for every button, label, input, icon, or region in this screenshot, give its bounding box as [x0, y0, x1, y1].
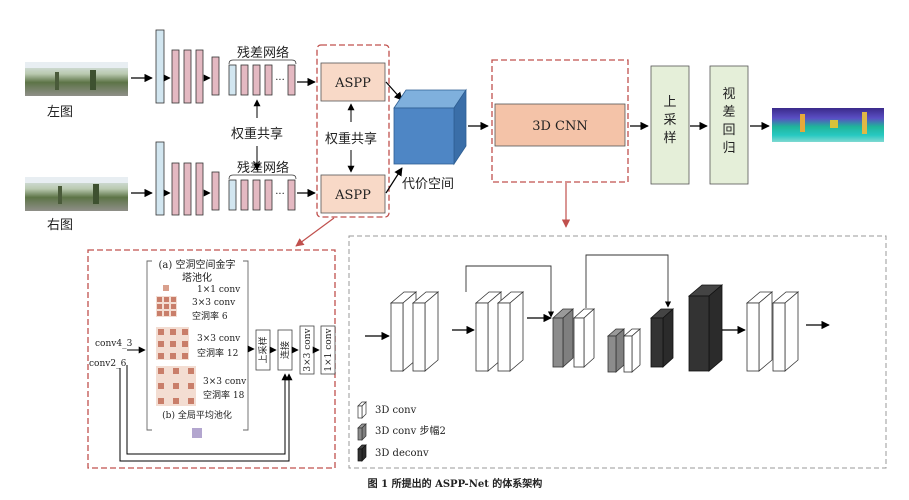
bottom-ellipsis: ··· — [275, 189, 285, 200]
legend-conv3d-stride-icon — [357, 423, 367, 441]
conv2-6-label: conv2_6 — [89, 359, 127, 369]
weight-share-left-label: 权重共享 — [231, 126, 283, 142]
skip-conv4-3-to-concat — [126, 365, 289, 455]
rate6-label: 空洞率 6 — [192, 310, 228, 322]
weight-share-right-label: 权重共享 — [325, 131, 377, 147]
upsample-char-3: 样 — [663, 131, 676, 146]
aspp-detail-title-1: (a) 空洞空间金字 — [159, 258, 236, 271]
cnn3d-box — [494, 103, 626, 147]
conv3x3-b-label: 3×3 conv — [197, 334, 241, 344]
left-image — [25, 62, 128, 96]
conv1x1-kernel — [163, 285, 169, 291]
aspp-dashed-region — [316, 44, 390, 218]
aspp-top-label: ASPP — [334, 76, 371, 91]
right-image-label: 右图 — [47, 218, 73, 233]
conv3d-block-3 — [745, 291, 800, 372]
upsample-char-2: 采 — [663, 113, 676, 128]
arrow-aspp-top-to-cost — [385, 81, 403, 101]
left-image-label: 左图 — [47, 105, 73, 120]
legend-deconv3d-label: 3D deconv — [375, 448, 429, 459]
conv3d-block-1 — [389, 291, 440, 372]
conv4-3-label: conv4_3 — [95, 339, 133, 349]
cnn-dashed-region — [491, 59, 629, 183]
disparity-char-4: 归 — [722, 141, 735, 156]
aspp-bracket-left — [146, 260, 152, 431]
conv3x3-rate12-kernel — [156, 327, 189, 360]
cnn-detail-panel — [348, 235, 887, 469]
disparity-char-1: 视 — [722, 87, 735, 102]
conv3d-stride-block-1 — [551, 308, 596, 368]
aspp-detail-title-2: 塔池化 — [182, 271, 212, 284]
bottom-input-layer — [155, 141, 165, 216]
detail-upsample-label: 上采样 — [257, 336, 269, 363]
disparity-char-2: 差 — [722, 105, 735, 120]
conv3x3-rate18-kernel — [156, 366, 196, 406]
disparity-char-3: 回 — [722, 123, 735, 138]
gap-label: (b) 全局平均池化 — [162, 409, 232, 421]
top-feature-layers — [155, 29, 316, 104]
aspp-bottom-label: ASPP — [334, 188, 371, 203]
rate18-label: 空洞率 18 — [203, 389, 245, 401]
detail-1x1-box — [320, 325, 336, 375]
disparity-map-output — [772, 108, 884, 142]
legend-conv3d-stride-label: 3D conv 步幅2 — [375, 424, 446, 437]
skip-conv2-6-to-concat — [119, 368, 293, 462]
detail-1x1-label: 1×1 conv — [324, 327, 334, 371]
bottom-residual-brace — [228, 174, 297, 180]
aspp-expand-arrow — [295, 217, 335, 247]
right-image — [25, 177, 128, 211]
disparity-regression-box — [709, 65, 749, 185]
detail-3x3-label: 3×3 conv — [303, 327, 313, 371]
bottom-feature-layers — [155, 141, 316, 216]
bottom-residual-label: 残差网络 — [237, 160, 289, 176]
legend-deconv3d-icon — [357, 444, 367, 462]
upsample-char-1: 上 — [663, 95, 676, 110]
conv3d-block-2 — [474, 291, 525, 372]
aspp-bracket-right — [243, 260, 249, 431]
top-residual-label: 残差网络 — [237, 45, 289, 61]
arrow-aspp-bottom-to-cost — [385, 167, 403, 194]
cost-volume-cube — [393, 88, 467, 166]
rate12-label: 空洞率 12 — [197, 347, 238, 359]
detail-concat-label: 连接 — [279, 341, 291, 359]
top-residual-brace — [228, 59, 297, 65]
top-input-layer — [155, 29, 165, 104]
top-ellipsis: ··· — [275, 75, 285, 86]
cnn3d-label: 3D CNN — [532, 119, 588, 134]
deconv3d-block-2 — [687, 284, 724, 372]
gap-square — [192, 428, 202, 438]
conv3x3-rate6-kernel — [156, 296, 177, 317]
cost-volume-label: 代价空间 — [402, 177, 454, 192]
conv1x1-label: 1×1 conv — [197, 285, 241, 295]
deconv3d-block-1 — [649, 308, 675, 368]
aspp-top-box — [320, 62, 386, 102]
conv3x3-c-label: 3×3 conv — [203, 377, 247, 387]
cnn-skip-2 — [585, 254, 672, 308]
aspp-bottom-box — [320, 174, 386, 214]
figure-caption: 图 1 所提出的 ASPP-Net 的体系架构 — [368, 477, 543, 490]
legend-conv3d-icon — [357, 401, 367, 419]
upsample-box — [650, 65, 690, 185]
conv3x3-a-label: 3×3 conv — [192, 298, 236, 308]
conv3d-stride-block-2 — [606, 328, 642, 373]
legend-conv3d-label: 3D conv — [375, 405, 417, 416]
cnn-skip-1 — [465, 265, 555, 318]
